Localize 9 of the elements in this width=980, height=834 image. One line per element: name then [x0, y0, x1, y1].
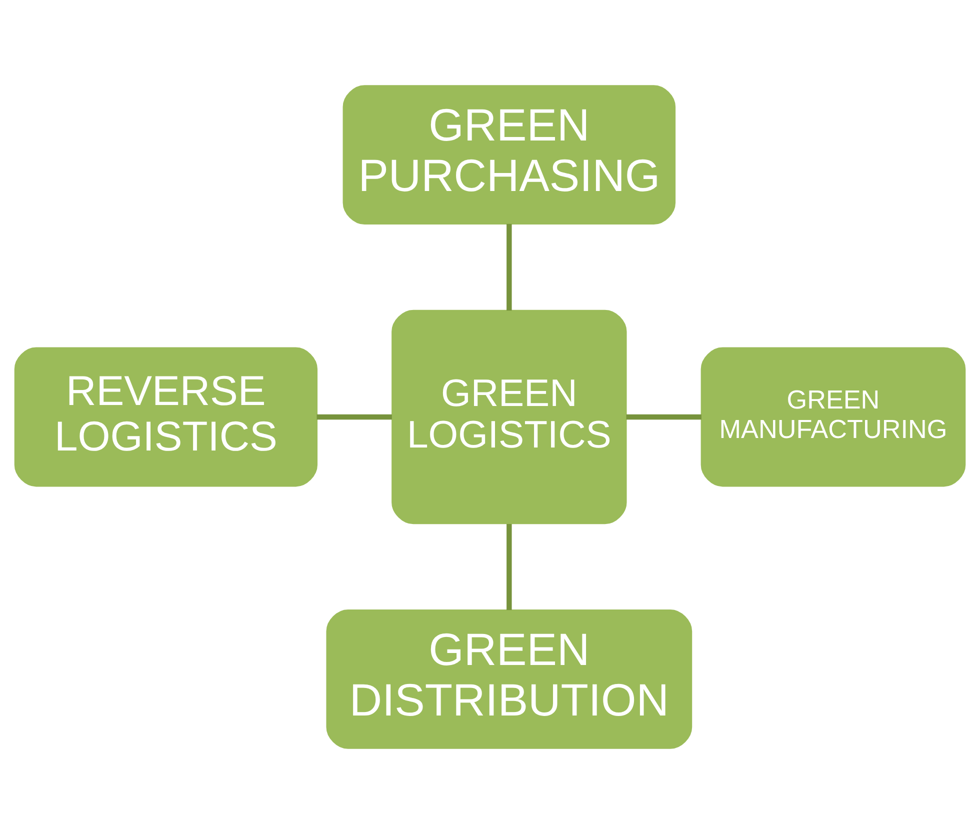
connector — [626, 414, 702, 420]
node-box: GREEN PURCHASING — [342, 85, 676, 224]
connector — [506, 524, 512, 610]
node-box: GREEN DISTRIBUTION — [326, 610, 692, 749]
connector — [316, 414, 392, 420]
connector — [506, 224, 512, 311]
node-box: GREEN MANUFACTURING — [700, 347, 966, 487]
node-box: REVERSE LOGISTICS — [14, 347, 318, 487]
node-box: GREEN LOGISTICS — [392, 310, 627, 524]
